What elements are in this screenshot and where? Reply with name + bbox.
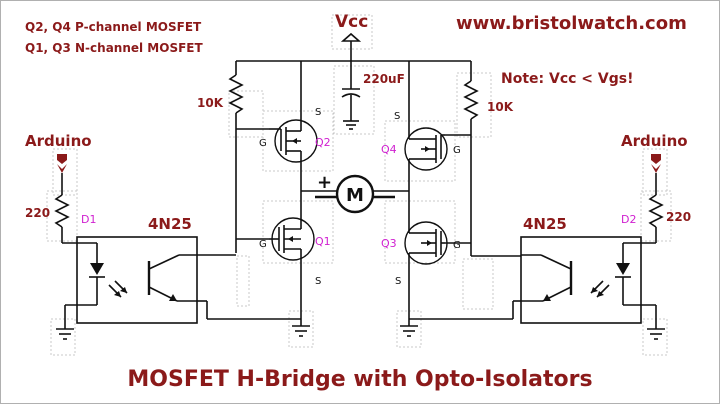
q1-gate-label: G [259, 239, 267, 250]
vcc-arrow-icon [340, 32, 362, 42]
q4-designator: Q4 [381, 143, 397, 156]
connector-right-icon [651, 154, 661, 164]
vcc-label: Vcc [335, 12, 368, 32]
q4-gate-label: G [453, 145, 461, 156]
q3-gate-label: G [453, 240, 461, 251]
mosfet-q1: G S Q1 [259, 191, 331, 326]
vgs-note: Note: Vcc < Vgs! [501, 71, 633, 87]
q1-source-label: S [315, 276, 321, 287]
pmos-note: Q2, Q4 P-channel MOSFET [25, 20, 202, 34]
diode-left-designator: D1 [81, 213, 96, 226]
resistor-10k-right: 10K [445, 61, 514, 136]
capacitor-220uf: 220uF [341, 61, 405, 130]
q2-gate-label: G [259, 138, 267, 149]
diode-right-designator: D2 [621, 213, 636, 226]
arduino-input-left: Arduino 220 D1 [25, 132, 97, 244]
motor-icon [335, 174, 375, 214]
nmos-note: Q1, Q3 N-channel MOSFET [25, 41, 203, 55]
motor: M + [301, 172, 409, 214]
resistor-220-left-label: 220 [25, 206, 50, 220]
q2-source-label: S [315, 107, 321, 118]
led-right-icon [616, 263, 630, 275]
mosfet-q3: G S Q3 [381, 191, 461, 326]
q2-designator: Q2 [315, 136, 331, 149]
q3-designator: Q3 [381, 237, 397, 250]
pullup-right-label: 10K [487, 100, 514, 114]
optocoupler-right: 4N25 [409, 215, 657, 329]
arduino-right-label: Arduino [621, 132, 688, 150]
opto-right-body [520, 236, 642, 324]
q1-designator: Q1 [315, 235, 331, 248]
mosfet-q4: G S Q4 [381, 61, 461, 191]
diagram-title: MOSFET H-Bridge with Opto-Isolators [127, 367, 592, 392]
optocoupler-left: 4N25 [64, 215, 301, 329]
ground-right-icon [647, 328, 665, 340]
opto-right-label: 4N25 [523, 215, 567, 233]
motor-polarity: + [317, 172, 332, 193]
connector-left-icon [57, 154, 67, 164]
ground-center-left-icon [292, 325, 310, 337]
resistor-220-right-label: 220 [666, 210, 691, 224]
resistor-220-left [54, 194, 70, 228]
motor-label: M [346, 185, 364, 206]
q4-source-label: S [394, 111, 400, 122]
website-label: www.bristolwatch.com [456, 13, 687, 34]
resistor-10k-left: 10K [197, 61, 269, 130]
arduino-left-label: Arduino [25, 132, 92, 150]
led-left-icon [90, 263, 104, 275]
capacitor-label: 220uF [363, 72, 405, 86]
guide-boxes [46, 14, 672, 356]
pullup-left-label: 10K [197, 96, 224, 110]
mosfet-q2: G S Q2 [259, 61, 331, 191]
opto-left-body [76, 236, 198, 324]
q3-source-label: S [395, 276, 401, 287]
opto-left-label: 4N25 [148, 215, 192, 233]
ground-left-icon [56, 328, 74, 340]
resistor-220-right [648, 194, 664, 228]
ground-center-right-icon [400, 325, 418, 337]
arduino-input-right: Arduino 220 D2 [621, 132, 691, 244]
vcc-supply: Vcc [335, 12, 368, 61]
